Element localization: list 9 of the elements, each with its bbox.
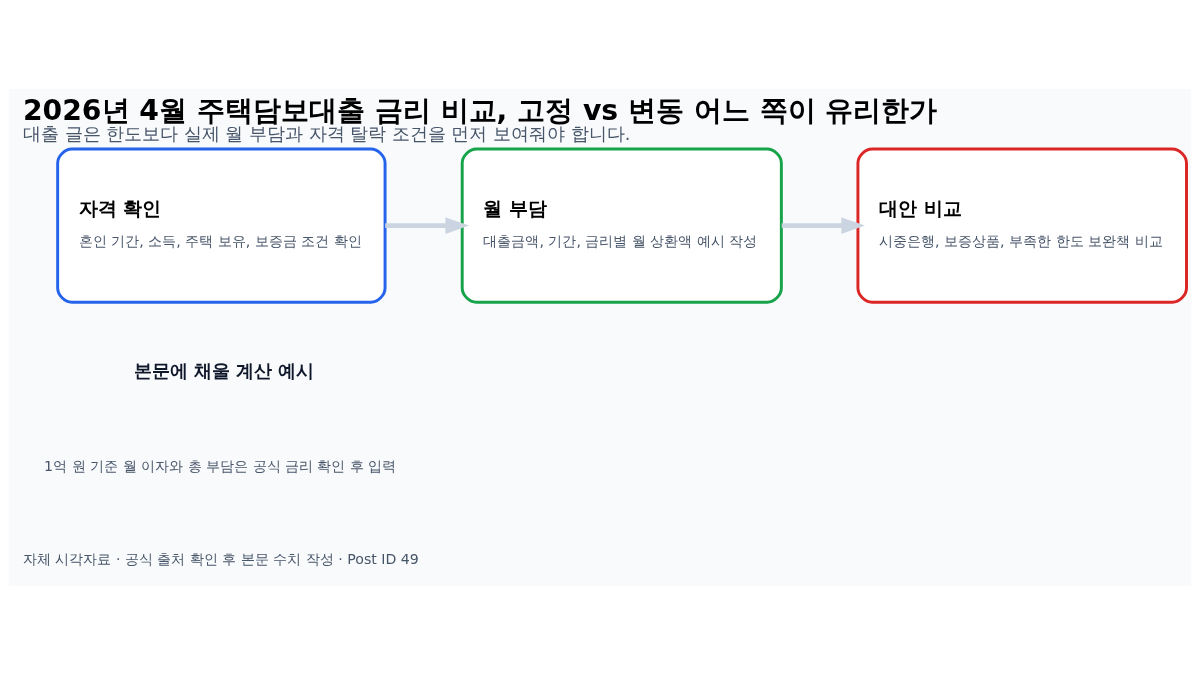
arrow [781,217,865,234]
node-box: 자격 확인 혼인 기간, 소득, 주택 보유, 보증금 조건 확인 [56,147,387,304]
label: 1억 원 기준 월 이자와 총 부담은 공식 금리 확인 후 입력 [44,457,397,474]
node-box: 월 부담 대출금액, 기간, 금리별 월 상환액 예시 작성 [460,147,783,304]
diagram-title: 2026년 4월 주택담보대출 금리 비교, 고정 vs 변동 어느 쪽이 유리한가 [22,93,938,127]
arrow [385,217,470,234]
label: 본문에 채울 계산 예시 [133,360,315,381]
node-box: 대안 비교 시중은행, 보증상품, 부족한 한도 보완책 비교 [856,147,1188,304]
label: 자체 시각자료 · 공식 출처 확인 후 본문 수치 작성 · Post ID 49 [22,550,419,567]
